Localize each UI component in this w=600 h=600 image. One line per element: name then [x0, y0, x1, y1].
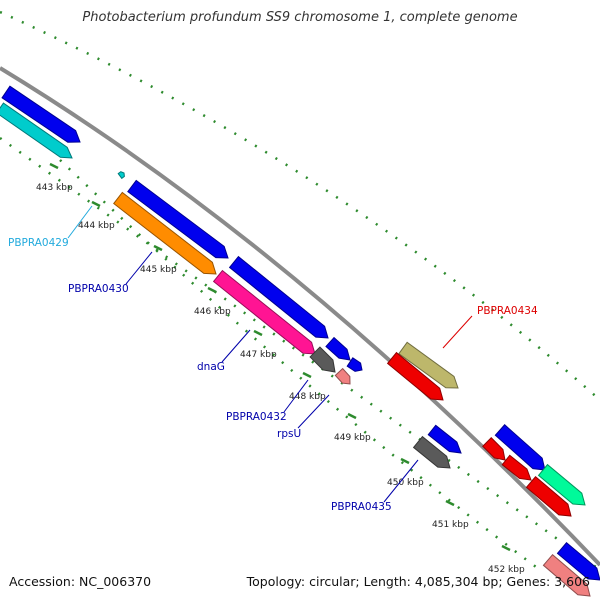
gene-arrow-cyan-small [117, 171, 125, 180]
gene-arrow-orange [113, 191, 217, 275]
leader-line [221, 329, 251, 363]
tick-label: 450 kbp [387, 478, 424, 488]
gene-label-dnag[interactable]: dnaG [197, 361, 225, 373]
gene-arrow-red-small [482, 437, 506, 461]
gene-arrow-gray [309, 346, 336, 373]
tick-mark [49, 162, 59, 170]
gene-label-rpsu[interactable]: rpsU [277, 428, 301, 440]
leader-line [283, 379, 309, 413]
gene-arrow-mint [537, 463, 586, 506]
gene-label-pbpra0434[interactable]: PBPRA0434 [477, 305, 538, 317]
tick-mark [91, 200, 101, 208]
gene-arrow-red [525, 475, 572, 517]
tick-label: 448 kbp [289, 392, 326, 402]
gene-arrow-magenta [212, 269, 316, 355]
tick-label: 452 kbp [488, 565, 525, 575]
tick-mark [207, 286, 217, 294]
tick-label: 451 kbp [432, 520, 469, 530]
leader-line [383, 459, 419, 503]
gene-label-pbpra0432[interactable]: PBPRA0432 [226, 411, 287, 423]
tick-ring-2 [0, 136, 600, 572]
tick-label: 443 kbp [36, 183, 73, 193]
gene-arrow-blue [1, 85, 81, 143]
tick-mark [302, 371, 312, 379]
gene-arrow-blue [228, 255, 329, 339]
gene-arrow-blue [427, 424, 462, 454]
leader-line [442, 315, 473, 349]
tick-label: 445 kbp [140, 265, 177, 275]
gene-arrow-blue [127, 179, 229, 259]
accession-label: Accession: NC_006370 [9, 574, 152, 589]
gene-arrow-blue-short [325, 336, 351, 361]
leader-line [125, 251, 153, 285]
gene-arrow-gray-lower [412, 435, 451, 469]
tick-label: 446 kbp [194, 307, 231, 317]
tick-label: 447 kbp [240, 350, 277, 360]
gene-arrow-blue-tiny [346, 357, 363, 372]
tick-label: 449 kbp [334, 433, 371, 443]
tick-mark [347, 412, 357, 420]
gene-arrow-salmon [334, 367, 351, 385]
topology-label: Topology: circular; Length: 4,085,304 bp… [246, 574, 590, 589]
tick-mark [253, 329, 263, 337]
leader-line [297, 394, 330, 429]
gene-label-pbpra0429[interactable]: PBPRA0429 [8, 237, 69, 249]
tick-mark [445, 499, 455, 507]
gene-arrow-cyan [0, 102, 73, 159]
tick-ring-3 [59, 159, 541, 571]
gene-arrow-blue [556, 541, 600, 581]
tick-mark [501, 544, 511, 552]
leader-line [67, 205, 93, 239]
gene-label-pbpra0430[interactable]: PBPRA0430 [68, 283, 129, 295]
gene-arrow-olive [398, 341, 459, 389]
tick-label: 444 kbp [78, 221, 115, 231]
tick-mark [400, 457, 410, 465]
gene-arrow-red-small [501, 454, 532, 481]
gene-label-pbpra0435[interactable]: PBPRA0435 [331, 501, 392, 513]
backbone-line [0, 66, 600, 567]
tick-mark [153, 244, 163, 252]
gene-arrow-salmon [542, 553, 591, 597]
map-title: Photobacterium profundum SS9 chromosome … [82, 10, 518, 25]
gene-arrow-red [386, 351, 444, 401]
gene-arrow-blue [494, 424, 546, 471]
